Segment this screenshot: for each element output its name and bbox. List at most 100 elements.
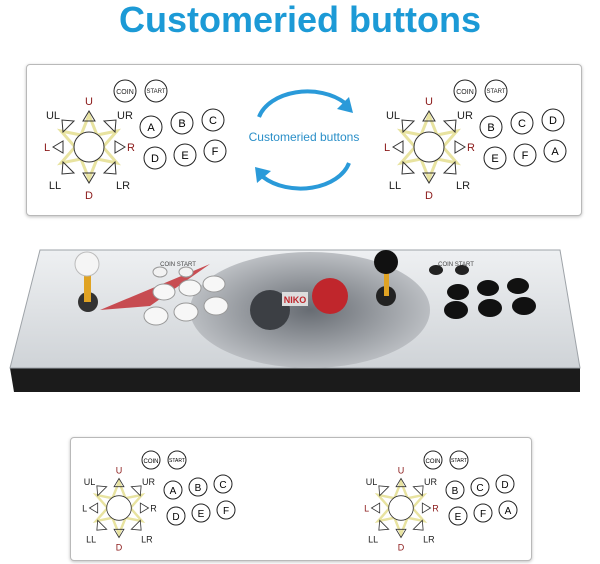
- player1-controls-small: U D L R UL UR LL LR COIN START A B C D E…: [82, 450, 236, 553]
- arrow-up-icon: [113, 477, 125, 488]
- svg-text:F: F: [223, 506, 229, 517]
- svg-text:START: START: [451, 458, 467, 464]
- arcade-button: [447, 284, 469, 300]
- svg-text:L: L: [82, 503, 87, 513]
- start-button[interactable]: START: [144, 79, 168, 103]
- svg-text:COIN: COIN: [456, 89, 474, 96]
- svg-text:UR: UR: [424, 477, 437, 487]
- p2-action-buttons: B C D E F A: [479, 108, 567, 170]
- action-button: F: [513, 143, 537, 167]
- dir-d: D: [85, 190, 93, 202]
- dir-ll: LL: [389, 180, 401, 192]
- player1-controls: U D L R UL UR LL LR COIN START A B C: [44, 79, 227, 202]
- arrow-left-icon: [88, 502, 99, 514]
- svg-text:LL: LL: [368, 534, 378, 544]
- action-button: B: [479, 115, 503, 139]
- left-buttons: [143, 266, 229, 326]
- svg-text:A: A: [551, 146, 559, 158]
- svg-text:UL: UL: [366, 477, 378, 487]
- svg-text:START: START: [486, 89, 505, 95]
- start-button[interactable]: START: [449, 450, 469, 470]
- coin-button[interactable]: COIN: [423, 450, 443, 470]
- joystick-left[interactable]: [74, 251, 100, 312]
- svg-text:F: F: [480, 509, 486, 520]
- joystick-center: [106, 495, 132, 521]
- arcade-button: [429, 265, 443, 275]
- dir-r: R: [127, 142, 135, 154]
- arcade-button: [178, 266, 194, 278]
- dir-ll: LL: [49, 180, 61, 192]
- arcade-button: [478, 299, 502, 317]
- svg-text:B: B: [487, 122, 494, 134]
- svg-text:D: D: [151, 153, 159, 165]
- dir-l: L: [384, 142, 390, 154]
- dir-u: U: [425, 96, 433, 108]
- coin-button[interactable]: COIN: [141, 450, 161, 470]
- svg-text:LR: LR: [141, 534, 153, 544]
- player2-controls-small: U D L R UL UR LL LR COIN START B C D E F…: [364, 450, 518, 553]
- arcade-button: [143, 306, 169, 326]
- dir-d: D: [425, 190, 433, 202]
- joystick-diagram-p2: U D L R UL UR LL LR: [384, 96, 475, 202]
- cycle-arrows-icon: [255, 89, 353, 191]
- svg-text:L: L: [364, 503, 369, 513]
- arrow-right-icon: [139, 502, 150, 514]
- svg-text:D: D: [398, 543, 405, 553]
- center-label: Customeried buttons: [249, 130, 360, 144]
- svg-text:COIN: COIN: [144, 459, 159, 465]
- arrow-downright-icon: [102, 160, 117, 175]
- svg-text:E: E: [491, 153, 498, 165]
- dir-ur: UR: [457, 110, 473, 122]
- arrow-down-icon: [113, 528, 125, 539]
- coin-button[interactable]: COIN: [453, 79, 477, 103]
- svg-text:E: E: [198, 509, 205, 520]
- svg-text:C: C: [219, 480, 226, 491]
- arrow-upright-icon: [102, 119, 117, 134]
- arcade-button: [152, 266, 168, 278]
- arrow-left-icon: [392, 140, 404, 154]
- svg-text:F: F: [212, 146, 219, 158]
- dir-u: U: [85, 96, 93, 108]
- arcade-button: [178, 279, 202, 297]
- arrow-up-icon: [422, 110, 436, 122]
- action-button: D: [541, 108, 565, 132]
- coin-button[interactable]: COIN: [113, 79, 137, 103]
- svg-text:E: E: [181, 150, 188, 162]
- action-button: A: [543, 139, 567, 163]
- start-button[interactable]: START: [484, 79, 508, 103]
- start-button[interactable]: START: [167, 450, 187, 470]
- svg-text:D: D: [172, 512, 179, 523]
- dir-lr: LR: [456, 180, 470, 192]
- arcade-button: [152, 283, 176, 301]
- joystick-center: [413, 131, 445, 163]
- svg-text:UR: UR: [142, 477, 155, 487]
- arcade-button: [203, 296, 229, 316]
- svg-text:UL: UL: [84, 477, 96, 487]
- arcade-console-image: NIKO COIN START COIN START: [9, 249, 581, 392]
- right-buttons: [429, 265, 536, 319]
- action-button: E: [483, 146, 507, 170]
- arrow-up-icon: [395, 477, 407, 488]
- action-button: B: [170, 111, 194, 135]
- joystick-right[interactable]: [374, 250, 398, 306]
- artwork-fighter: [190, 252, 430, 368]
- svg-text:D: D: [501, 480, 508, 491]
- action-button: D: [143, 146, 167, 170]
- layout-panel-top: U D L R UL UR LL LR COIN START A B C: [26, 64, 582, 216]
- dir-ul: UL: [46, 110, 60, 122]
- dir-ur: UR: [117, 110, 133, 122]
- artwork-logo: NIKO: [284, 295, 307, 305]
- svg-text:START: START: [169, 458, 185, 464]
- action-button: E: [173, 143, 197, 167]
- arrow-left-icon: [370, 502, 381, 514]
- arcade-button: [444, 301, 468, 319]
- arrow-down-icon: [82, 172, 96, 184]
- dir-r: R: [467, 142, 475, 154]
- svg-text:D: D: [549, 115, 557, 127]
- svg-text:COIN: COIN: [426, 459, 441, 465]
- arrow-down-icon: [395, 528, 407, 539]
- arrow-upright-icon: [442, 119, 457, 134]
- svg-text:D: D: [116, 543, 123, 553]
- joystick-center: [388, 495, 414, 521]
- svg-text:LR: LR: [423, 534, 435, 544]
